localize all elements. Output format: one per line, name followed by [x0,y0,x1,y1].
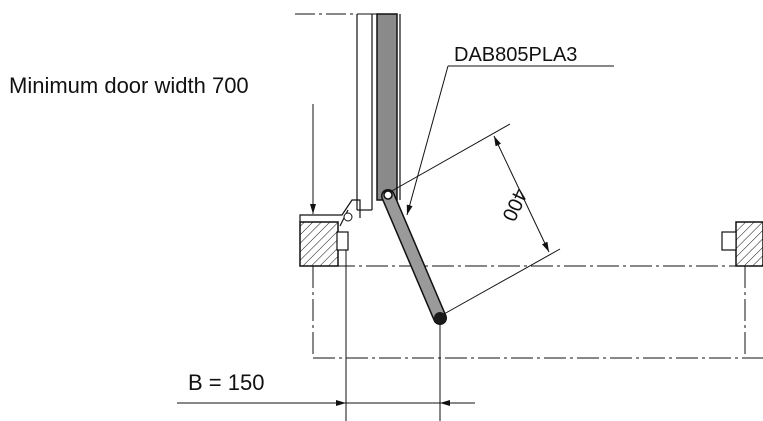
operator-arm [381,189,447,325]
distance-b-dimension [177,250,475,421]
arm-pivot [383,190,393,200]
left-wall-section [299,199,361,267]
product-code-label: DAB805PLA3 [454,44,577,66]
distance-b-label: B = 150 [188,370,264,395]
arm-length-label: 400 [497,185,531,225]
arm-end-roller [434,312,446,324]
arm-length-dimension [389,123,561,315]
door-width-note: Minimum door width 700 [9,73,249,98]
right-wall-section [721,221,763,267]
door-frame [295,13,401,211]
product-code-leader [406,65,614,216]
door-leaf [376,13,398,201]
opening-outline [300,265,763,359]
